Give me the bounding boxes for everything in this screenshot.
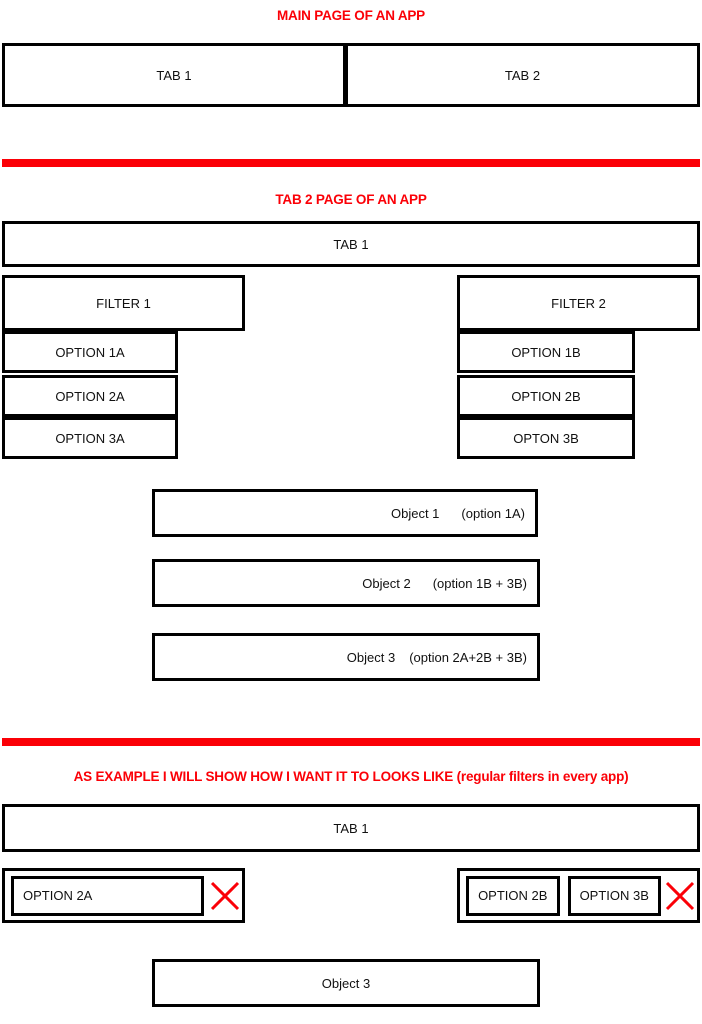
tab2page-tab1-bar[interactable]: TAB 1 xyxy=(2,221,700,267)
tab-main-tab2[interactable]: TAB 2 xyxy=(345,43,700,107)
filter-1-option-2a[interactable]: OPTION 2A xyxy=(2,375,178,417)
tab-main-tab1[interactable]: TAB 1 xyxy=(2,43,346,107)
filter-2-option-3b[interactable]: OPTON 3B xyxy=(457,417,635,459)
example-chip-option-2a[interactable]: OPTION 2A xyxy=(11,875,204,916)
filter-1-header[interactable]: FILTER 1 xyxy=(2,275,245,331)
section-divider-2 xyxy=(2,738,700,746)
tab-main-tab2-label: TAB 2 xyxy=(504,67,541,83)
filter-2-option-2b[interactable]: OPTION 2B xyxy=(457,375,635,417)
object-row-3-tag: (option 2A+2B + 3B) xyxy=(409,649,527,665)
section-caption-main-page: MAIN PAGE OF AN APP xyxy=(277,8,425,23)
example-chip-option-3b[interactable]: OPTION 3B xyxy=(567,875,661,916)
example-tab1-bar-label: TAB 1 xyxy=(333,820,369,836)
section-caption-example: AS EXAMPLE I WILL SHOW HOW I WANT IT TO … xyxy=(73,769,629,784)
object-row-3[interactable]: Object 3 (option 2A+2B + 3B) xyxy=(152,633,540,681)
filter-1-option-2a-label: OPTION 2A xyxy=(55,388,125,404)
object-row-2[interactable]: Object 2 (option 1B + 3B) xyxy=(152,559,540,607)
object-row-1-tag: (option 1A) xyxy=(461,505,525,521)
object-row-2-name: Object 2 xyxy=(362,575,411,591)
filter-1-option-1a[interactable]: OPTION 1A xyxy=(2,331,178,373)
section-divider-1 xyxy=(2,159,700,167)
example-chip-option-2a-label: OPTION 2A xyxy=(23,888,93,903)
example-chip-option-2b-label: OPTION 2B xyxy=(478,888,548,903)
example-filter-chipgroup-right: OPTION 2B OPTION 3B xyxy=(457,868,700,923)
object-row-1[interactable]: Object 1 (option 1A) xyxy=(152,489,538,537)
section-caption-tab2-page: TAB 2 PAGE OF AN APP xyxy=(275,192,427,207)
example-object-row-3-name: Object 3 xyxy=(321,975,371,991)
filter-2-option-3b-label: OPTON 3B xyxy=(513,430,579,446)
tab2page-tab1-bar-label: TAB 1 xyxy=(333,236,369,252)
filter-1-option-3a-label: OPTION 3A xyxy=(55,430,125,446)
filter-2-option-1b-label: OPTION 1B xyxy=(511,344,581,360)
filter-2-header[interactable]: FILTER 2 xyxy=(457,275,700,331)
example-chip-option-3b-label: OPTION 3B xyxy=(579,888,649,903)
filter-2-header-label: FILTER 2 xyxy=(551,295,606,311)
filter-2-option-1b[interactable]: OPTION 1B xyxy=(457,331,635,373)
object-row-3-name: Object 3 xyxy=(346,649,396,665)
filter-2-option-2b-label: OPTION 2B xyxy=(511,388,581,404)
example-tab1-bar[interactable]: TAB 1 xyxy=(2,804,700,852)
example-filter-chipgroup-left: OPTION 2A xyxy=(2,868,245,923)
close-x-icon[interactable] xyxy=(663,879,697,913)
filter-1-option-3a[interactable]: OPTION 3A xyxy=(2,417,178,459)
filter-1-header-label: FILTER 1 xyxy=(96,295,151,311)
filter-1-option-1a-label: OPTION 1A xyxy=(55,344,125,360)
tab-main-tab1-label: TAB 1 xyxy=(156,67,192,83)
example-object-row-3[interactable]: Object 3 xyxy=(152,959,540,1007)
object-row-1-name: Object 1 xyxy=(390,505,440,521)
example-chip-option-2b[interactable]: OPTION 2B xyxy=(466,875,560,916)
close-x-icon[interactable] xyxy=(208,879,242,913)
object-row-2-tag: (option 1B + 3B) xyxy=(432,575,527,591)
